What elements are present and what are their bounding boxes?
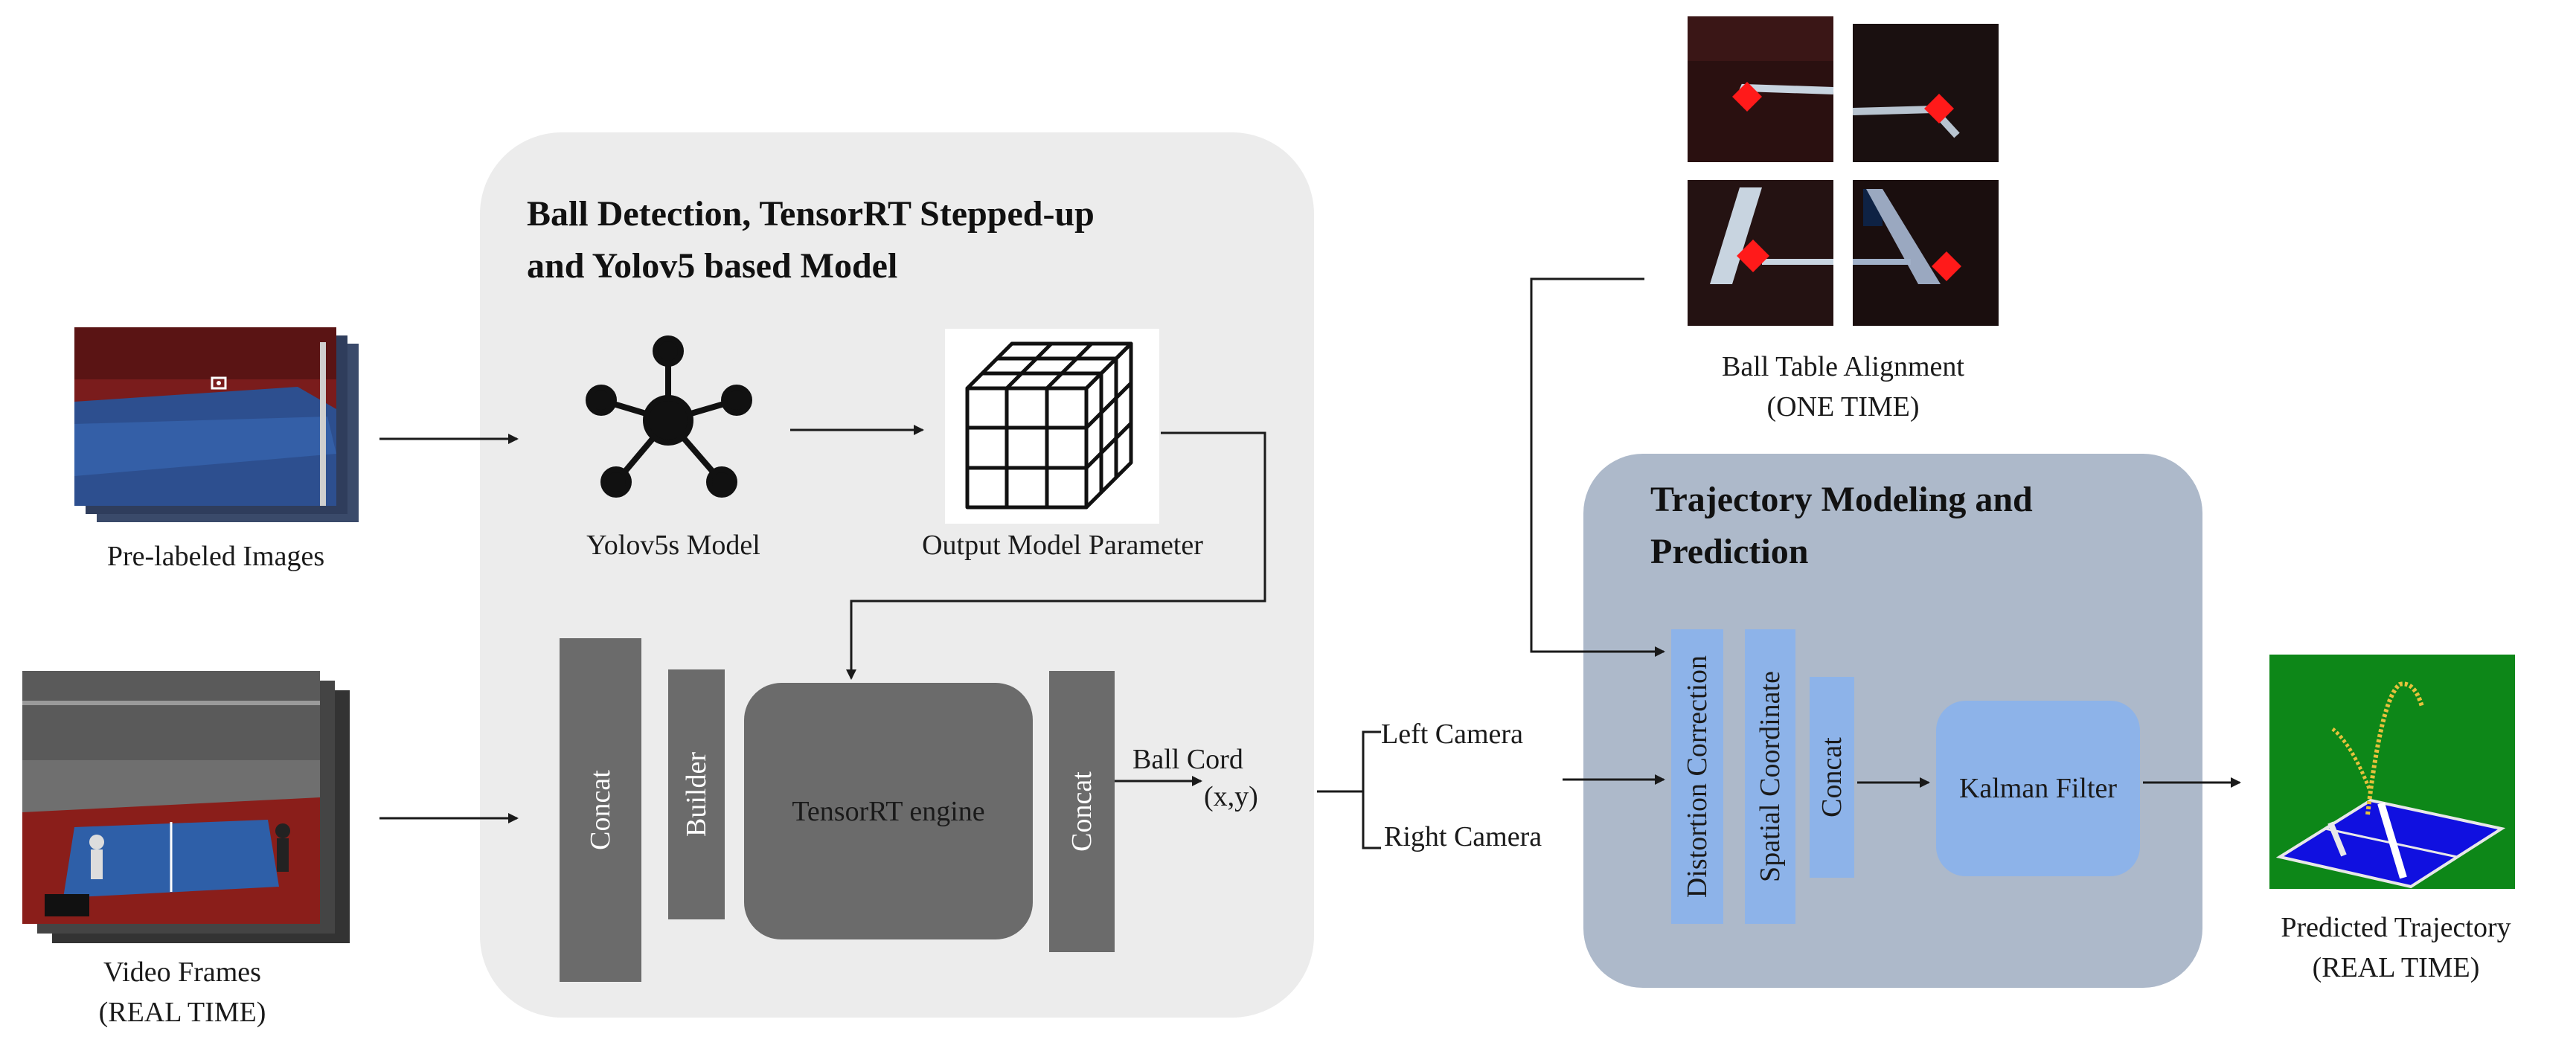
trajectory-title-line1: Trajectory Modeling and — [1650, 480, 2033, 519]
left-camera-label: Left Camera — [1381, 719, 1523, 750]
distortion-correction-block: Distortion Correction — [1671, 629, 1723, 924]
predicted-trajectory-caption: Predicted Trajectory — [2281, 912, 2511, 943]
builder-block: Builder — [668, 669, 725, 919]
video-frames-caption: Video Frames — [103, 957, 261, 988]
predicted-trajectory-image — [2269, 655, 2515, 889]
ball-table-alignment-onetime: (ONE TIME) — [1766, 391, 1920, 423]
concat-block-1: Concat — [560, 638, 641, 982]
arrow-output-to-engine — [846, 431, 1266, 680]
arrow-alignment-to-distortion — [1530, 277, 1665, 657]
output-model-caption: Output Model Parameter — [922, 530, 1203, 561]
ball-cord-label: Ball Cord — [1132, 744, 1243, 775]
prelabeled-images-thumbnail — [74, 327, 359, 522]
tensorrt-engine-block: TensorRT engine — [744, 683, 1033, 939]
right-camera-label: Right Camera — [1384, 821, 1542, 852]
concat-block-2: Concat — [1049, 671, 1115, 952]
ball-table-alignment-tiles — [1688, 16, 1999, 326]
spatial-coordinate-block: Spatial Coordinate — [1745, 629, 1795, 924]
trajectory-concat-block: Concat — [1810, 677, 1854, 878]
ball-cord-coords: (x,y) — [1204, 781, 1258, 812]
ball-table-alignment-caption: Ball Table Alignment — [1722, 351, 1964, 382]
yolov5s-model-caption: Yolov5s Model — [586, 530, 760, 561]
detection-title-line2: and Yolov5 based Model — [527, 246, 898, 286]
detection-title-line1: Ball Detection, TensorRT Stepped-up — [527, 194, 1095, 234]
kalman-filter-block: Kalman Filter — [1936, 701, 2140, 876]
yolov5s-model-icon — [586, 335, 752, 498]
prelabeled-images-caption: Pre-labeled Images — [106, 541, 325, 572]
output-model-cube-icon — [945, 329, 1159, 524]
predicted-trajectory-realtime: (REAL TIME) — [2312, 952, 2480, 983]
video-frames-realtime: (REAL TIME) — [98, 997, 266, 1028]
trajectory-title-line2: Prediction — [1650, 532, 1809, 571]
bracket-cameras — [1362, 730, 1381, 849]
kalman-filter-label: Kalman Filter — [1958, 773, 2118, 804]
video-frames-thumbnail — [22, 671, 350, 943]
tensorrt-engine-label: TensorRT engine — [792, 795, 985, 827]
